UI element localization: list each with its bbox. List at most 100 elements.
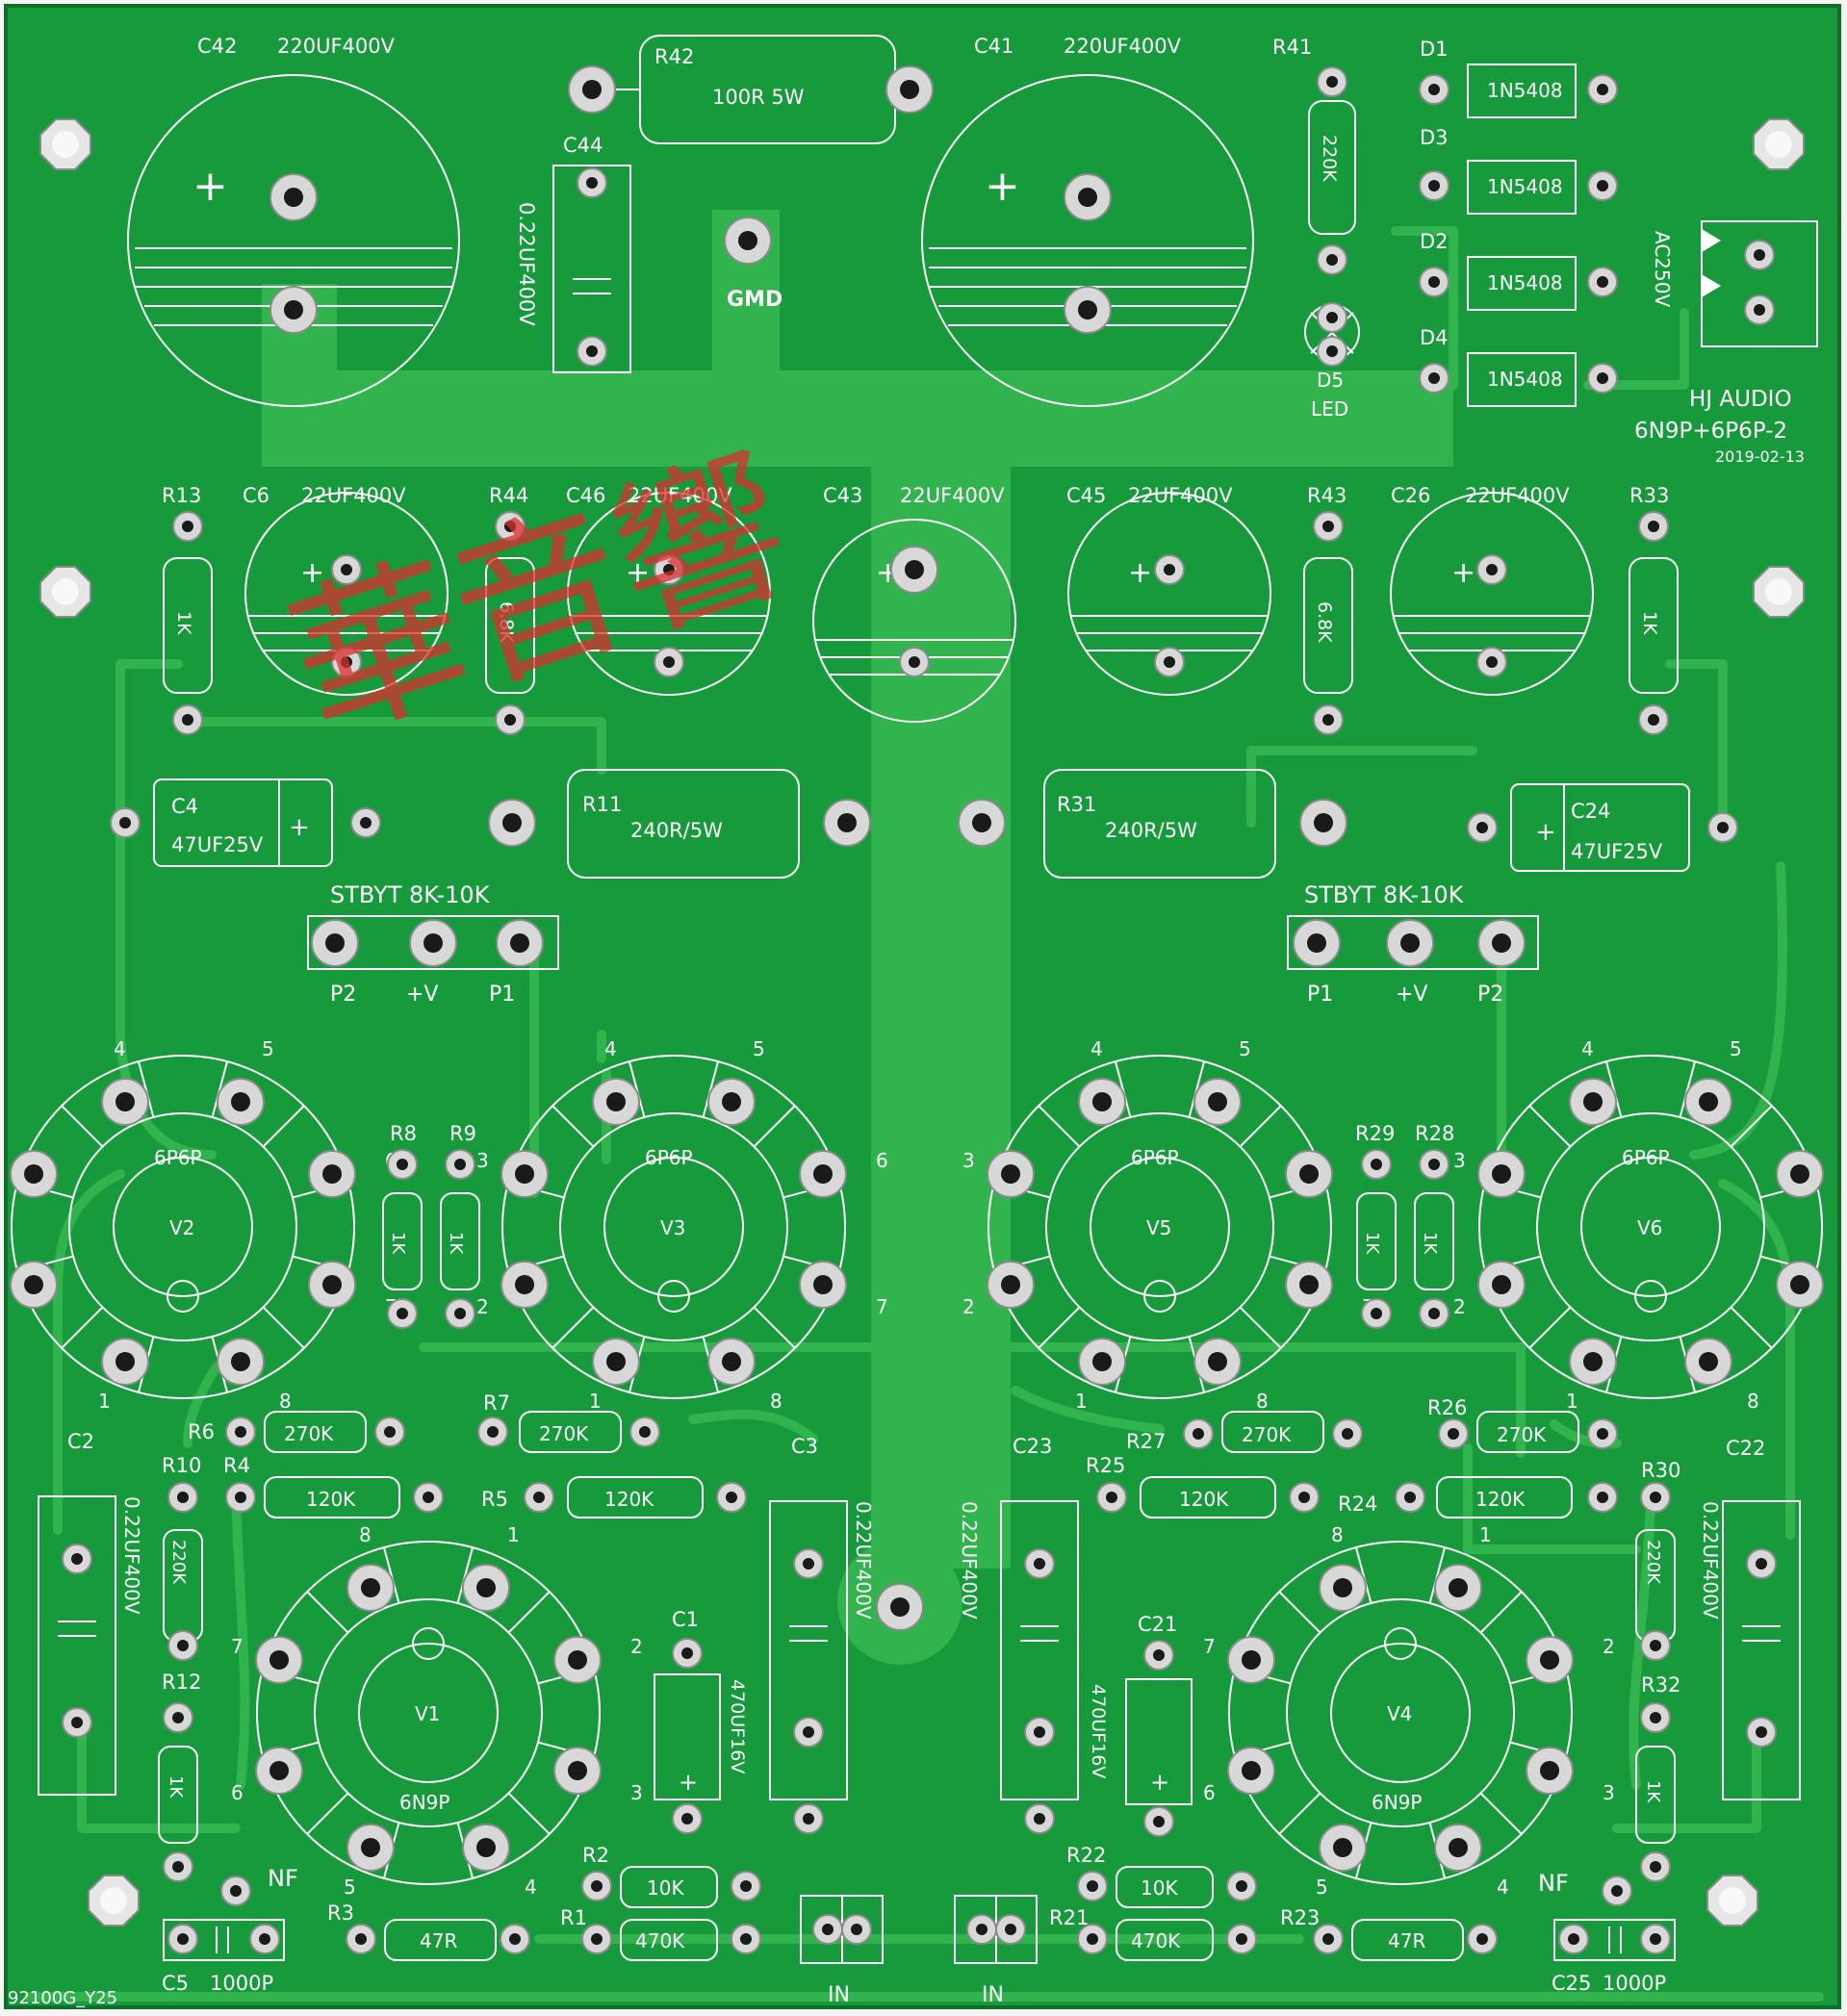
label-r43: R43 [1307,484,1347,507]
label-r42: R42 [654,45,694,68]
value-c24: 47UF25V [1571,840,1663,863]
pin-number: 2 [962,1295,975,1318]
diode-bridge: D1 1N5408 D3 1N5408 D2 1N5408 D4 1N5408 [1419,38,1618,407]
pin-p1: P1 [489,982,515,1007]
label-c26: C26 [1391,484,1430,507]
label-nf: NF [268,1865,298,1892]
pin-number: 1 [589,1390,602,1413]
tube-type: 6P6P [645,1146,693,1169]
coupling-caps: C2 0.22UF400V 220K R12 1K C3 0.22UF400V … [38,1430,1801,1882]
capacitor-c42: + C42 220UF400V [127,35,460,407]
pin-number: 5 [1316,1876,1328,1899]
value-r41: 220K [1319,135,1340,182]
label-c4: C4 [171,795,198,818]
label-r1: R1 [560,1906,587,1929]
value-r28: 1K [1420,1232,1440,1255]
stby-label: STBYT 8K-10K [1304,881,1465,908]
value-r24: 120K [1475,1488,1526,1511]
label-r12: R12 [162,1671,201,1694]
mounting-hole [1753,118,1805,170]
value-r1: 470K [635,1929,685,1952]
input-jack-left[interactable]: IN [800,1895,884,2007]
value-d3: 1N5408 [1487,175,1563,198]
value-r42: 100R 5W [712,86,805,109]
value-c46: 22UF400V [628,484,732,507]
tube-type: 6N9P [399,1791,449,1814]
value-c1: 470UF16V [727,1679,748,1774]
value-c25: 1000P [1603,1972,1666,1995]
label-r9: R9 [449,1122,476,1145]
standby-header-left[interactable]: STBYT 8K-10K P2 +V P1 [307,881,559,1007]
pin-v: +V [1396,982,1427,1007]
label-c6: C6 [243,484,269,507]
svg-text:+: + [1150,1769,1169,1796]
value-c6: 22UF400V [301,484,406,507]
value-r11: 240R/5W [630,819,723,842]
label-r28: R28 [1415,1122,1454,1145]
pin-number: 8 [1331,1523,1344,1546]
value-r7: 270K [539,1422,589,1445]
value-r27: 270K [1242,1423,1292,1446]
label-d5: D5 [1317,369,1344,392]
board-model: 6N9P+6P6P-2 [1634,419,1787,444]
label-c24: C24 [1571,800,1610,823]
label-c1: C1 [672,1608,699,1631]
label-r24: R24 [1338,1493,1377,1516]
label-r4: R4 [223,1454,250,1477]
value-c5: 1000P [210,1972,273,1995]
tube-label-v3: V3 [660,1216,685,1239]
svg-text:+: + [1451,556,1475,590]
pin-number: 4 [525,1876,537,1899]
pin-number: 7 [876,1295,888,1318]
pin-number: 2 [630,1635,643,1658]
value-c23: 0.22UF400V [958,1501,981,1620]
value-c4: 47UF25V [171,833,264,856]
label-d3: D3 [1420,126,1449,149]
value-r30: 220K [1643,1540,1663,1585]
tube-type: 6N9P [1372,1791,1422,1814]
pin-number: 8 [1256,1390,1269,1413]
label-c3: C3 [791,1435,818,1458]
stby-label: STBYT 8K-10K [330,881,491,908]
pin-number: 1 [507,1523,520,1546]
tube-socket-v6: 45362718V66P6P [1453,1037,1824,1413]
pin-number: 1 [1075,1390,1088,1413]
label-r22: R22 [1066,1844,1106,1867]
mid-row: R13 1K + C6 22UF400V R44 6.8K + C46 22UF… [162,484,1679,735]
standby-header-right[interactable]: STBYT 8K-10K P1 +V P2 [1287,881,1539,1007]
label-c2: C2 [67,1430,94,1453]
value-c44: 0.22UF400V [515,202,538,326]
pin-number: 3 [1453,1149,1466,1172]
value-d2: 1N5408 [1487,271,1563,294]
pin-number: 2 [1453,1295,1466,1318]
value-r22: 10K [1141,1876,1178,1900]
label-c5: C5 [162,1972,189,1995]
tube-label-v1: V1 [415,1702,440,1725]
value-r23: 47R [1388,1929,1425,1952]
ac-input-connector[interactable]: AC250V [1651,220,1818,347]
tube-label-v5: V5 [1146,1216,1171,1239]
label-d2: D2 [1420,230,1449,253]
pin-number: 8 [279,1390,292,1413]
mounting-hole [88,1875,140,1927]
pin-p2: P2 [330,982,356,1007]
value-r43: 6.8K [1314,601,1335,643]
value-c22: 0.22UF400V [1699,1501,1722,1620]
svg-text:+: + [1128,556,1152,590]
input-jack-right[interactable]: IN [954,1895,1038,2007]
label-c25: C25 [1552,1972,1591,1995]
value-r44: 6.8K [496,601,517,643]
label-r23: R23 [1280,1906,1320,1929]
capacitor-c44: C44 0.22UF400V [515,134,631,373]
svg-text:+: + [679,1769,698,1796]
tube-type: 6P6P [1131,1146,1179,1169]
value-r8: 1K [388,1232,408,1255]
tube-type: 6P6P [1622,1146,1670,1169]
pin-number: 3 [476,1149,489,1172]
label-r26: R26 [1427,1396,1467,1419]
label-r33: R33 [1629,484,1669,507]
value-r32: 1K [1643,1780,1663,1803]
pin-number: 7 [231,1635,244,1658]
